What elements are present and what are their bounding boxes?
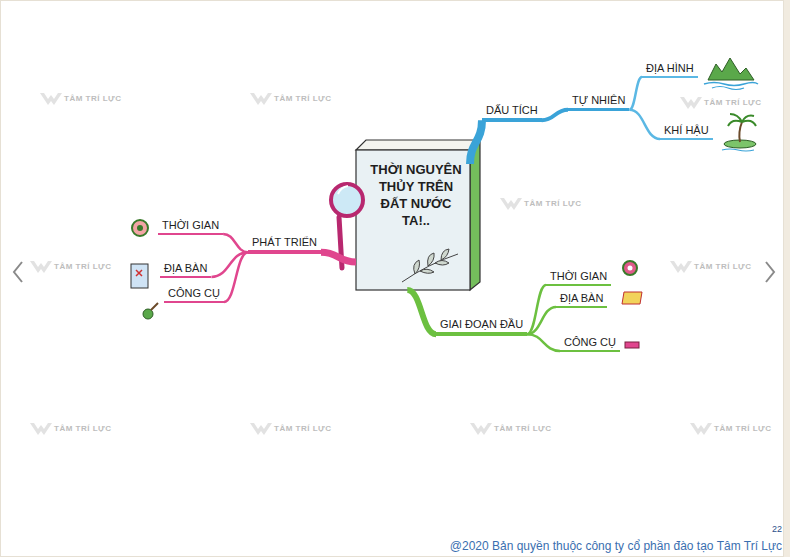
branch-line bbox=[407, 290, 436, 334]
tool-icon bbox=[143, 309, 153, 319]
topic-text: TỰ NHIÊN bbox=[572, 94, 625, 107]
watermark-text: TÂM TRÍ LỰC bbox=[494, 424, 551, 433]
leaf bbox=[414, 260, 420, 274]
watermark-text: TÂM TRÍ LỰC bbox=[64, 94, 121, 103]
water bbox=[722, 149, 754, 151]
branch-line bbox=[223, 234, 248, 252]
watermark-text: TÂM TRÍ LỰC bbox=[714, 424, 771, 433]
clock-icon bbox=[623, 261, 637, 275]
central-topic: THỜI NGUYÊN THỦY TRÊN ĐẤT NƯỚC TA!.. bbox=[356, 150, 470, 290]
watermark-text: TÂM TRÍ LỰC bbox=[274, 94, 331, 103]
tool-icon bbox=[625, 342, 639, 348]
leaf-topic: ĐỊA HÌNH bbox=[642, 62, 698, 78]
page-number: 22 bbox=[772, 524, 782, 534]
page-edge bbox=[784, 0, 790, 557]
watermark-logo bbox=[30, 423, 52, 435]
palm-trunk bbox=[739, 122, 742, 142]
mountain bbox=[708, 58, 754, 80]
watermark-text: TÂM TRÍ LỰC bbox=[704, 98, 761, 107]
watermark-logos bbox=[30, 93, 712, 435]
leaf bbox=[435, 261, 449, 266]
branch-line bbox=[629, 110, 660, 139]
copyright-caption: @2020 Bản quyền thuộc công ty cổ phần đà… bbox=[450, 539, 782, 553]
watermark-text: TÂM TRÍ LỰC bbox=[274, 424, 331, 433]
leaf-topic: THỜI GIAN bbox=[546, 270, 611, 286]
watermark-logo bbox=[470, 423, 492, 435]
book-top bbox=[356, 140, 480, 150]
topic-text: THỜI GIAN bbox=[162, 219, 219, 232]
clock-center bbox=[628, 266, 633, 271]
prev-arrow bbox=[14, 262, 22, 282]
branch-topic: DẤU TÍCH bbox=[482, 104, 542, 122]
lens-highlight bbox=[338, 186, 348, 194]
clock-icon bbox=[132, 220, 148, 236]
tool-handle bbox=[151, 303, 158, 310]
magnifier-lens bbox=[331, 184, 363, 216]
leaf bbox=[420, 269, 434, 273]
branch-line bbox=[470, 120, 482, 164]
leaf bbox=[441, 249, 449, 260]
clock-center bbox=[137, 225, 143, 231]
leaf-stem bbox=[402, 254, 458, 282]
topic-text: GIAI ĐOẠN ĐẦU bbox=[440, 318, 523, 331]
next-arrow bbox=[766, 262, 774, 282]
palm-leaves bbox=[728, 114, 756, 126]
terrain-icon bbox=[704, 58, 758, 90]
water bbox=[712, 87, 744, 90]
topic-text: PHÁT TRIỂN bbox=[252, 236, 317, 249]
watermark-logo bbox=[250, 93, 272, 105]
leaf-decoration bbox=[402, 249, 458, 282]
watermark-text: TÂM TRÍ LỰC bbox=[524, 199, 581, 208]
leaf-topic: CÔNG CỤ bbox=[560, 336, 620, 352]
topic-text: THỜI NGUYÊN THỦY TRÊN ĐẤT NƯỚC TA!.. bbox=[368, 162, 464, 230]
leaf-topic: THỜI GIAN bbox=[158, 219, 223, 235]
branch-line bbox=[527, 307, 556, 334]
topic-text: ĐỊA BÀN bbox=[560, 292, 603, 305]
watermark-logo bbox=[40, 93, 62, 105]
watermark-logo bbox=[690, 423, 712, 435]
branch-line bbox=[629, 77, 642, 110]
topic-text: KHÍ HẬU bbox=[664, 124, 709, 137]
topic-text: CÔNG CỤ bbox=[564, 336, 616, 349]
notebook-icon bbox=[131, 264, 148, 288]
water bbox=[704, 83, 758, 86]
watermark-logo bbox=[680, 97, 702, 109]
branch-line bbox=[527, 334, 560, 351]
watermark-text: TÂM TRÍ LỰC bbox=[54, 424, 111, 433]
leaf-topic: KHÍ HẬU bbox=[660, 124, 713, 140]
watermark-text: TÂM TRÍ LỰC bbox=[54, 262, 111, 271]
book-cover bbox=[356, 150, 470, 290]
branch-topic: PHÁT TRIỂN bbox=[248, 236, 321, 254]
topic-text: CÔNG CỤ bbox=[168, 287, 220, 300]
branch-line bbox=[321, 252, 356, 262]
leaf-topic: ĐỊA BÀN bbox=[160, 262, 211, 278]
branch-line bbox=[224, 252, 248, 302]
watermark-logo bbox=[30, 261, 52, 273]
leaf-topic: ĐỊA BÀN bbox=[556, 292, 607, 308]
climate-icon bbox=[722, 114, 756, 151]
topic-text: ĐỊA HÌNH bbox=[646, 62, 694, 75]
topic-text: DẤU TÍCH bbox=[486, 104, 538, 117]
sub-topic: TỰ NHIÊN bbox=[568, 94, 629, 111]
leaf bbox=[428, 253, 435, 266]
branch-line bbox=[542, 110, 568, 121]
watermark-logo bbox=[250, 423, 272, 435]
watermark-logo bbox=[670, 261, 692, 273]
leaf-topic: CÔNG CỤ bbox=[164, 287, 224, 303]
watermark-logo bbox=[500, 198, 522, 210]
topic-text: THỜI GIAN bbox=[550, 270, 607, 283]
scroll-icon bbox=[622, 292, 642, 304]
watermark-text: TÂM TRÍ LỰC bbox=[694, 262, 751, 271]
branch-topic: GIAI ĐOẠN ĐẦU bbox=[436, 318, 527, 336]
topic-text: ĐỊA BÀN bbox=[164, 262, 207, 275]
map-mark bbox=[136, 270, 142, 276]
